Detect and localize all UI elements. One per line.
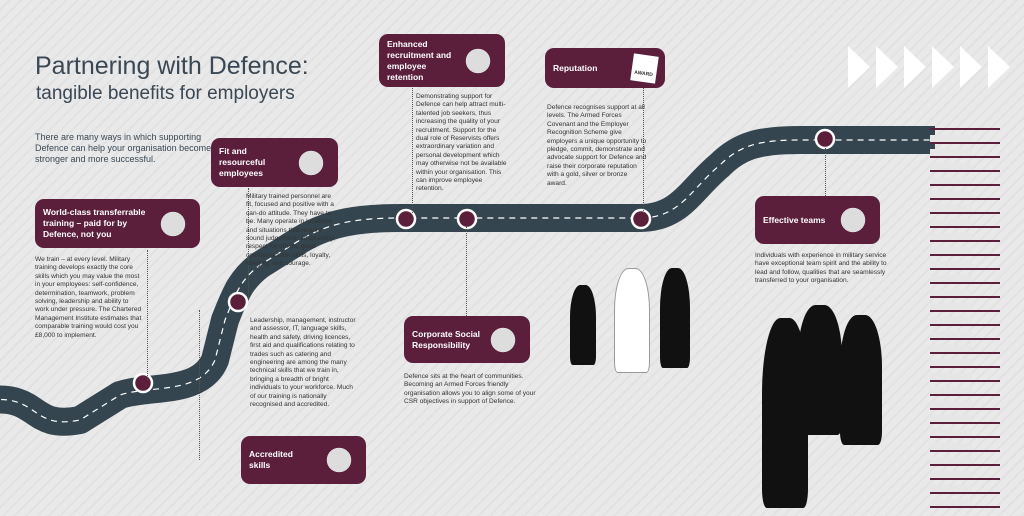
card-text: Leadership, management, instructor and a… xyxy=(250,317,356,409)
connector xyxy=(147,250,148,380)
connector xyxy=(412,88,413,213)
milestone-dot xyxy=(456,208,478,230)
card-text: Defence recognises support at all levels… xyxy=(547,104,647,187)
brain-lightbulb-icon xyxy=(292,143,330,182)
benefit-card-fit: Fit and resourceful employees xyxy=(211,138,338,187)
page-title: Partnering with Defence: xyxy=(35,52,309,80)
card-text: Individuals with experience in military … xyxy=(755,252,887,285)
card-title: Corporate Social Responsibility xyxy=(412,328,481,350)
milestone-dot xyxy=(814,128,836,150)
card-title: Fit and resourceful employees xyxy=(219,146,266,178)
chevron-arrows-icon xyxy=(848,46,1016,88)
card-title: World-class transferrable training – pai… xyxy=(43,207,146,239)
connector xyxy=(466,226,467,316)
teacher-board-icon xyxy=(154,204,192,243)
card-text: Demonstrating support for Defence can he… xyxy=(416,93,507,193)
card-text: We train – at every level. Military trai… xyxy=(35,256,142,339)
card-title: Enhanced recruitment and employee retent… xyxy=(387,38,452,82)
milestone-dot xyxy=(395,208,417,230)
connector xyxy=(199,310,200,460)
hands-family-icon xyxy=(484,320,522,359)
card-title: Accredited skills xyxy=(249,449,293,470)
card-title: Reputation xyxy=(553,62,598,73)
milestone-dot xyxy=(630,208,652,230)
milestone-dot xyxy=(227,291,249,313)
connector xyxy=(248,188,249,298)
page-subtitle: tangible benefits for employers xyxy=(36,83,295,104)
milestone-dot xyxy=(132,372,154,394)
benefit-card-reputation: Reputation AWARD xyxy=(545,48,665,88)
magnet-icon xyxy=(459,41,497,80)
team-figures-icon xyxy=(834,201,872,239)
connector xyxy=(643,88,644,213)
card-text: Military trained personnel are fit, focu… xyxy=(246,193,335,268)
benefit-card-training: World-class transferrable training – pai… xyxy=(35,199,200,248)
award-certificate-icon: AWARD xyxy=(630,52,659,84)
ruler-scale xyxy=(930,128,1000,508)
card-title: Effective teams xyxy=(763,214,826,225)
tools-icon xyxy=(320,441,358,479)
connector xyxy=(825,148,826,196)
benefit-card-teams: Effective teams xyxy=(755,196,880,244)
benefit-card-accredited: Accredited skills xyxy=(241,436,366,484)
benefit-card-csr: Corporate Social Responsibility xyxy=(404,316,530,363)
intro-text: There are many ways in which supporting … xyxy=(35,132,212,164)
benefit-card-recruitment: Enhanced recruitment and employee retent… xyxy=(379,34,505,87)
card-text: Defence sits at the heart of communities… xyxy=(404,373,536,406)
